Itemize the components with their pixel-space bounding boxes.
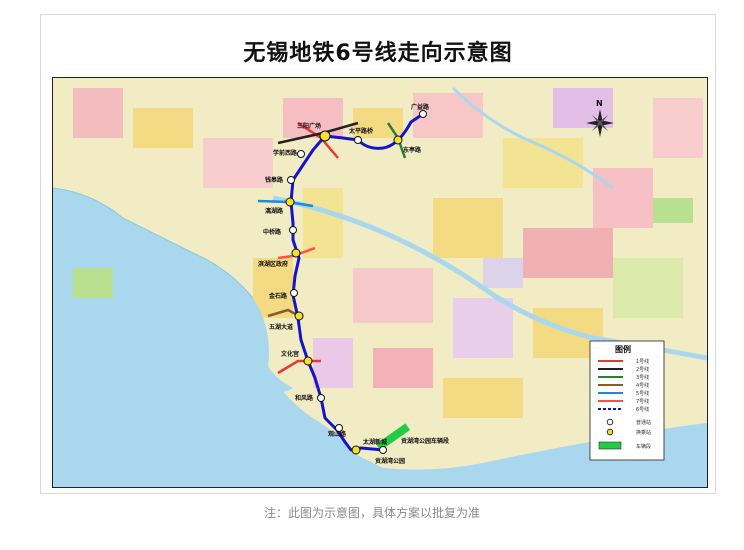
urban-blocks — [73, 88, 703, 418]
legend-station-normal: 普通站 — [636, 419, 651, 426]
legend-station-transfer: 换乘站 — [636, 429, 651, 436]
station-label: 金石路 — [268, 292, 288, 300]
north-label: N — [596, 99, 603, 108]
station-label: 五湖大道 — [269, 323, 293, 331]
green-area-west — [73, 268, 113, 298]
north-arrow-icon: N — [586, 99, 614, 137]
map-caption: 注：此图为示意图，具体方案以批复为准 — [263, 506, 480, 520]
taihu-lake — [53, 188, 707, 487]
station-label: 贡湖湾公园 — [375, 457, 405, 465]
station-label: 广益路 — [411, 103, 430, 111]
river-north — [451, 86, 614, 190]
legend-title: 图例 — [615, 344, 631, 354]
station-label: 贡湖湾公园车辆段 — [401, 437, 449, 445]
legend-item: 2号线 — [636, 366, 649, 373]
depot-marker — [375, 423, 411, 451]
station-label: 文化宫 — [280, 350, 299, 358]
green-area — [653, 198, 693, 223]
legend-item: 5号线 — [636, 390, 649, 397]
legend-item: 6号线 — [636, 406, 649, 413]
line1-south-segment — [277, 359, 321, 375]
legend-item: 1号线 — [636, 358, 649, 365]
station-label: 漓湖路 — [265, 207, 284, 215]
legend-item: 4号线 — [636, 382, 649, 389]
lake-shore — [53, 187, 254, 299]
station-label: 太湖新城 — [362, 438, 387, 446]
station-label: 钱皋路 — [265, 176, 284, 184]
station-label: 太平路桥 — [348, 127, 374, 135]
station-label: 中桥路 — [263, 228, 282, 236]
line6-route — [289, 112, 424, 452]
station-label: 观山路 — [328, 430, 347, 438]
page-title: 无锡地铁6号线走向示意图 — [243, 41, 513, 66]
station-label: 学前西路 — [273, 149, 298, 157]
legend-depot: 车辆段 — [636, 443, 651, 450]
map-canvas: 广益路 东亭路 太平路桥 三阳广场 学前西路 钱皋路 漓湖路 中桥路 滨湖区政府… — [53, 78, 707, 487]
metro-map: 广益路 东亭路 太平路桥 三阳广场 学前西路 钱皋路 漓湖路 中桥路 滨湖区政府… — [52, 77, 708, 488]
station-label: 东亭路 — [403, 146, 422, 154]
map-frame: 无锡地铁6号线走向示意图 — [40, 14, 716, 494]
stations — [285, 110, 427, 455]
lihu-lake — [228, 318, 293, 392]
station-label: 滨湖区政府 — [258, 260, 288, 268]
map-legend: 图例 1号线 2号线 3号线 4号线 5号线 7号线 6号线 普通站 换乘站 — [589, 340, 665, 461]
station-label: 和风路 — [294, 394, 314, 402]
legend-item: 7号线 — [636, 398, 649, 405]
legend-item: 3号线 — [636, 374, 649, 381]
station-label: 三阳广场 — [297, 122, 321, 130]
